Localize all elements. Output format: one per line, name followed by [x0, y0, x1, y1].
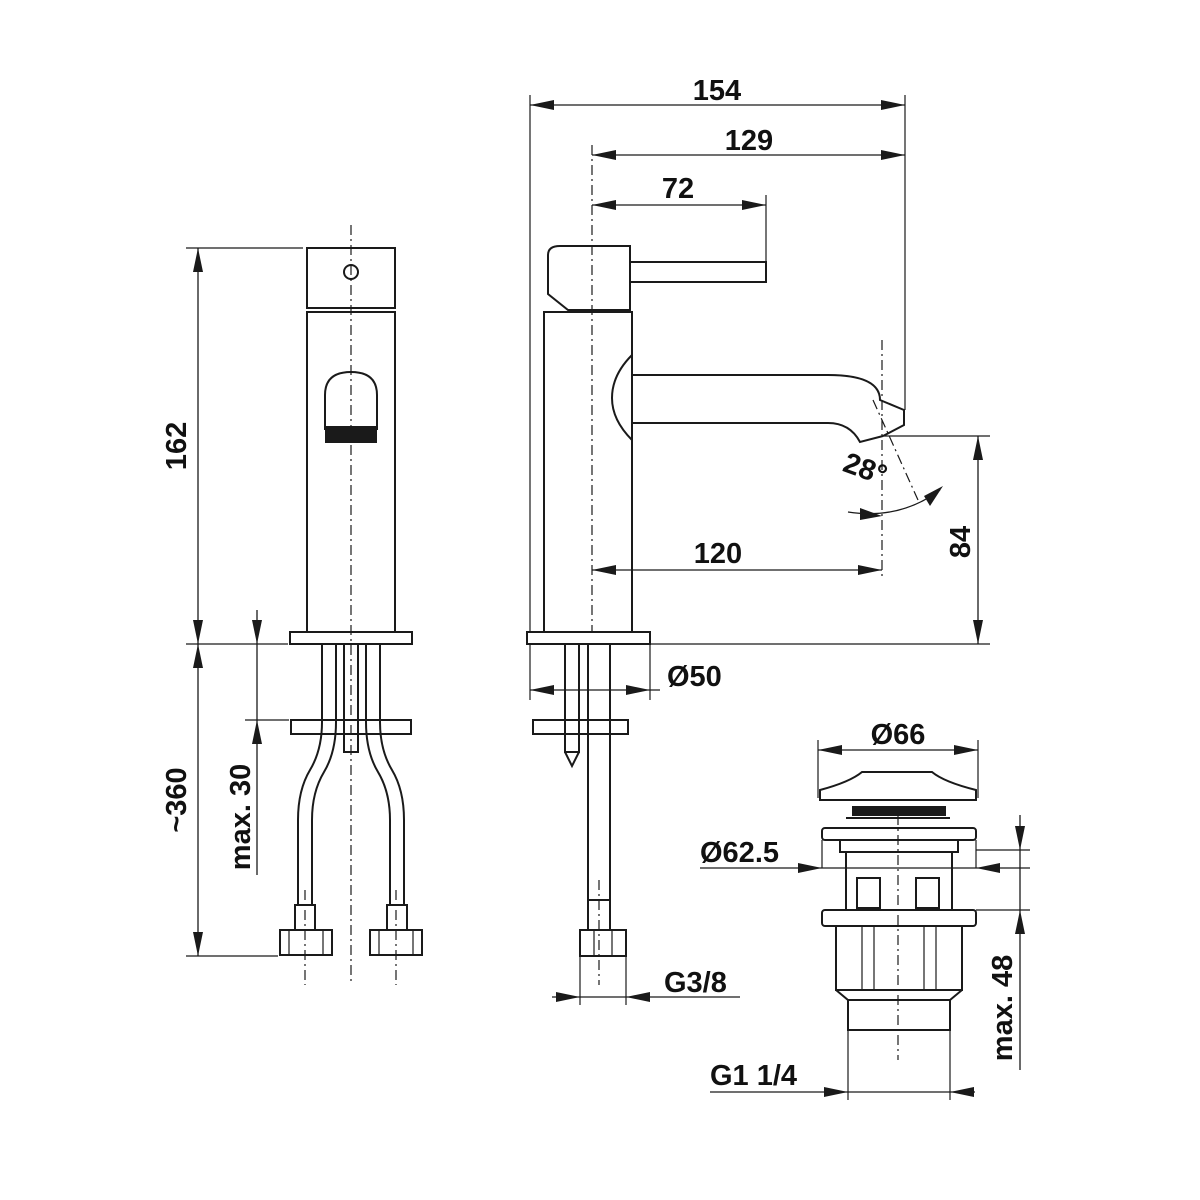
side-view: 154 129 72 120 84 28° Ø50	[526, 75, 990, 1005]
side-base-plate	[526, 631, 651, 645]
side-spout-top	[632, 374, 905, 437]
side-counter-plate	[532, 719, 629, 735]
side-lever-handle	[629, 261, 767, 283]
dim-overall-length: 154	[693, 75, 741, 107]
waste-valve: Ø66 Ø62.5 max. 48 G1 1/4	[700, 719, 1030, 1100]
front-hose-left-outer	[297, 644, 323, 905]
dim-body-height: 162	[161, 422, 193, 470]
waste-seal	[852, 806, 946, 816]
dim-waste-max-depth: max. 48	[987, 955, 1019, 1061]
front-hose-right-sleeve	[386, 904, 408, 931]
side-stud	[564, 643, 580, 753]
side-body	[543, 311, 633, 633]
front-nut-left	[279, 929, 333, 956]
dim-deck-thickness: max. 30	[225, 764, 257, 870]
dim-spout-angle: 28°	[839, 447, 891, 492]
waste-cap	[819, 771, 977, 801]
dim-waste-thread: G1 1/4	[710, 1060, 797, 1092]
waste-nut	[835, 926, 963, 991]
dim-lever-length: 72	[662, 173, 694, 205]
waste-tail	[847, 999, 951, 1031]
waste-shank-slot-right	[915, 877, 940, 909]
front-hose-left-inner	[311, 644, 337, 905]
waste-shank	[845, 851, 953, 911]
dim-base-diameter: Ø50	[667, 661, 722, 693]
dim-waste-cap-diameter: Ø66	[871, 719, 926, 751]
front-view: 162 ~360 max. 30	[161, 225, 423, 985]
front-hose-right-outer	[379, 644, 405, 905]
side-lever-head	[547, 245, 631, 311]
dim-waste-flange-diameter: Ø62.5	[700, 837, 779, 869]
dim-connection-thread: G3/8	[664, 967, 727, 999]
dim-spout-reach: 129	[725, 125, 773, 157]
side-nut	[579, 929, 627, 957]
side-spout-collar	[610, 354, 633, 441]
waste-flange-body	[839, 839, 959, 853]
front-hose-right-inner	[365, 644, 391, 905]
waste-shank-slot-left	[856, 877, 881, 909]
waste-washer	[821, 909, 977, 927]
side-spout-bottom	[632, 422, 884, 444]
dim-outlet-height: 84	[945, 526, 977, 558]
waste-flange	[821, 827, 977, 841]
dim-outlet-offset: 120	[694, 538, 742, 570]
dim-hose-length: ~360	[161, 767, 193, 832]
